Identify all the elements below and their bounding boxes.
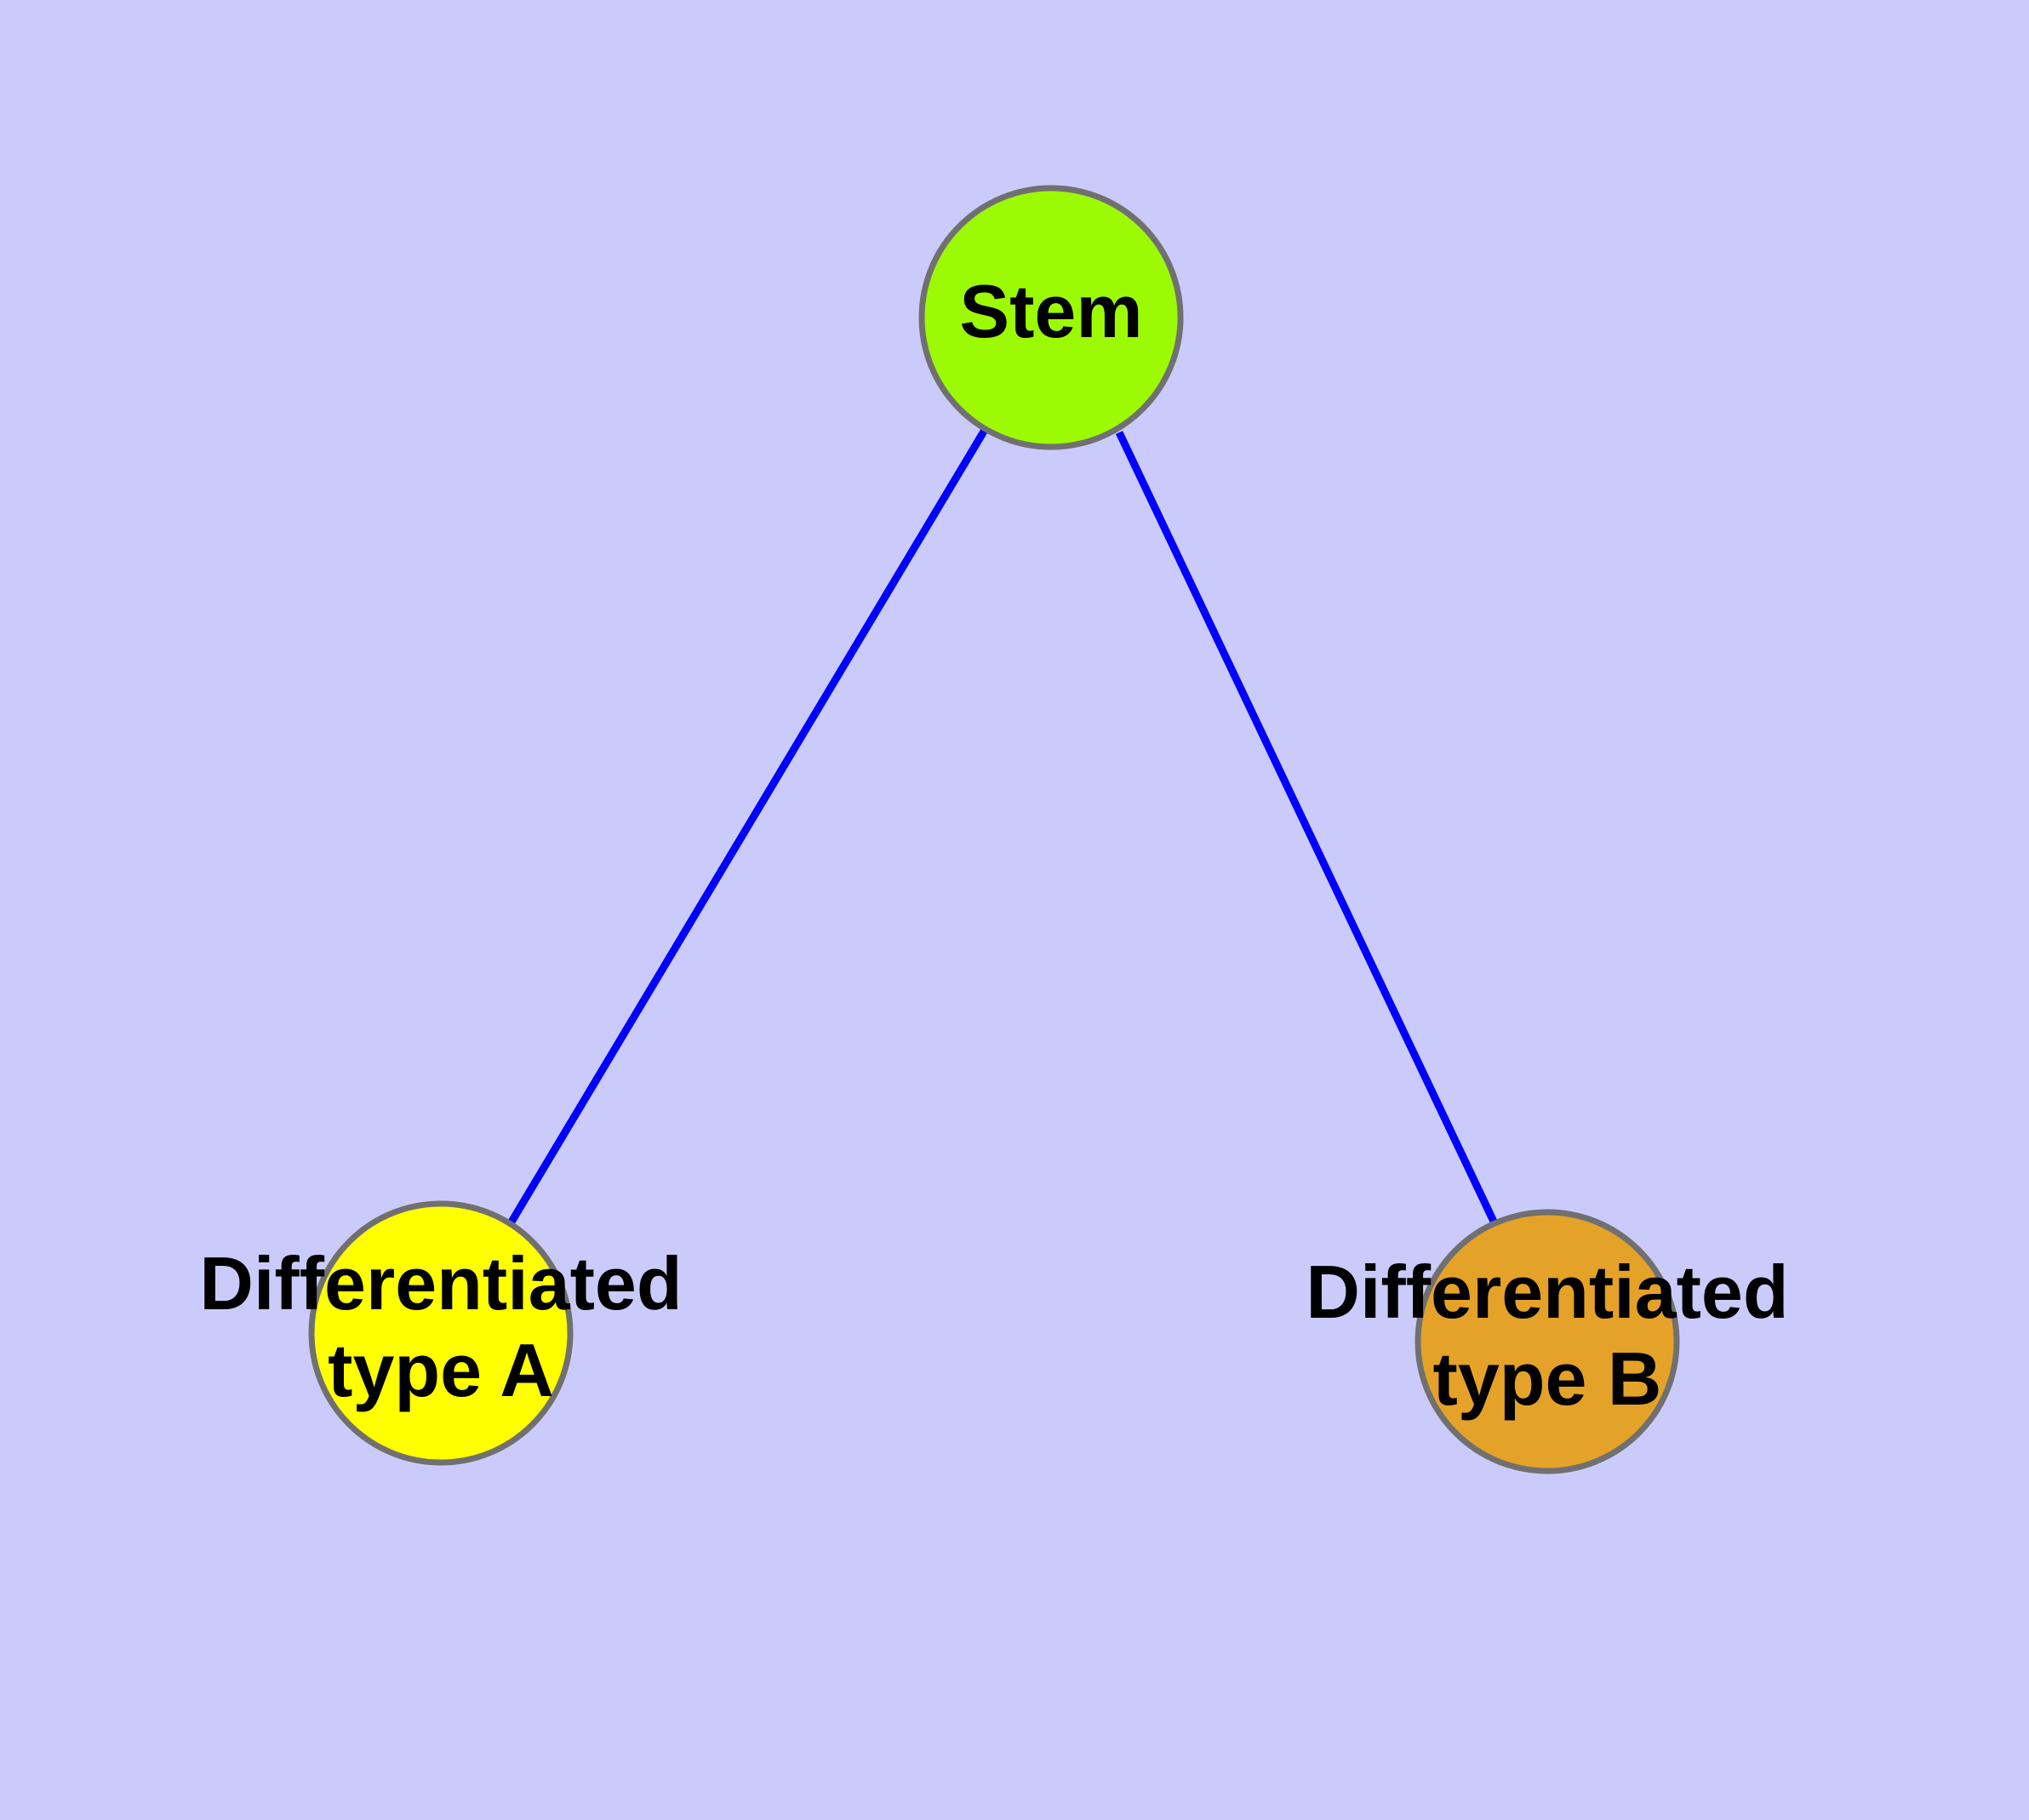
node-label-line: Differentiated xyxy=(199,1241,682,1325)
edge-stem-to-differentiated-type-b[interactable] xyxy=(1115,431,1499,1225)
edge-layer xyxy=(507,427,1499,1226)
node-stem-circle[interactable] xyxy=(918,185,1184,450)
node-differentiated-type-a-circle[interactable] xyxy=(308,1200,574,1466)
node-label-line: type A xyxy=(328,1328,554,1412)
node-differentiated-type-b-circle[interactable] xyxy=(1415,1209,1680,1474)
node-label-line: Stem xyxy=(959,269,1142,353)
node-label-line: type B xyxy=(1433,1336,1662,1421)
node-label-line: Differentiated xyxy=(1306,1250,1788,1334)
node-stem-label: Stem xyxy=(959,269,1142,353)
node-layer xyxy=(308,185,1680,1474)
edge-stem-to-differentiated-type-a[interactable] xyxy=(507,427,988,1226)
